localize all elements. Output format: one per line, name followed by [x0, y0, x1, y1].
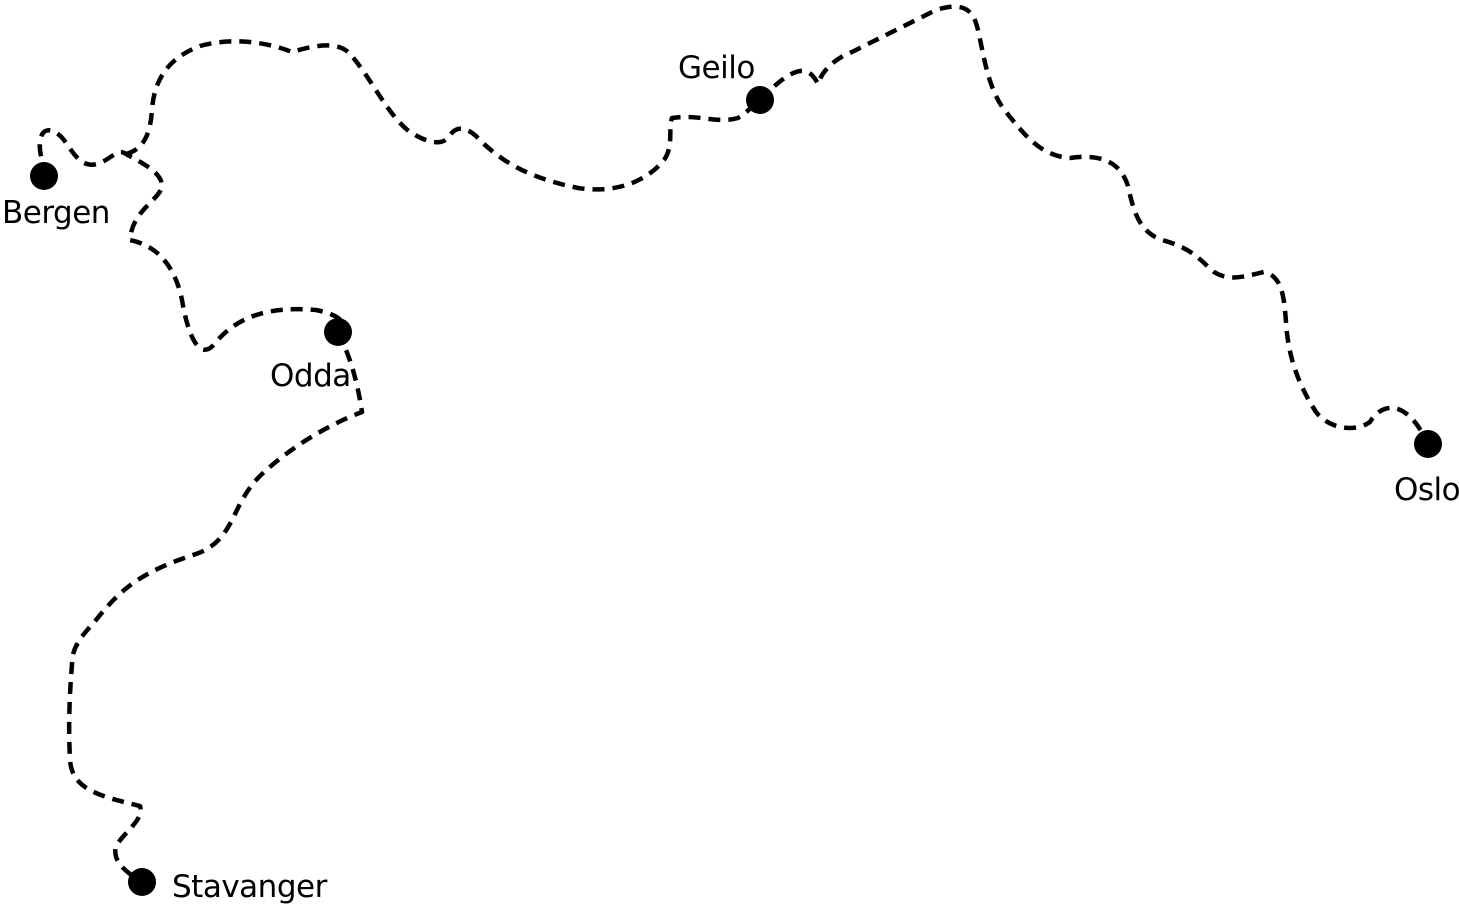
city-labels: Bergen Odda Stavanger Geilo Oslo: [2, 50, 1459, 905]
city-label-oslo: Oslo: [1394, 472, 1459, 508]
route-bergen-geilo: [125, 39, 762, 192]
city-label-stavanger: Stavanger: [172, 869, 328, 905]
route-bergen-odda: [37, 128, 345, 352]
route-geilo-oslo: [758, 4, 1431, 446]
city-label-bergen: Bergen: [2, 195, 110, 231]
city-dot-bergen[interactable]: [30, 162, 58, 190]
route-odda-stavanger: [66, 330, 365, 884]
city-markers: [30, 86, 1442, 896]
city-dot-odda[interactable]: [324, 318, 352, 346]
city-dot-oslo[interactable]: [1414, 430, 1442, 458]
city-label-odda: Odda: [270, 358, 351, 394]
city-dot-stavanger[interactable]: [128, 868, 156, 896]
route-network: [37, 4, 1431, 884]
city-dot-geilo[interactable]: [746, 86, 774, 114]
city-label-geilo: Geilo: [678, 50, 755, 86]
